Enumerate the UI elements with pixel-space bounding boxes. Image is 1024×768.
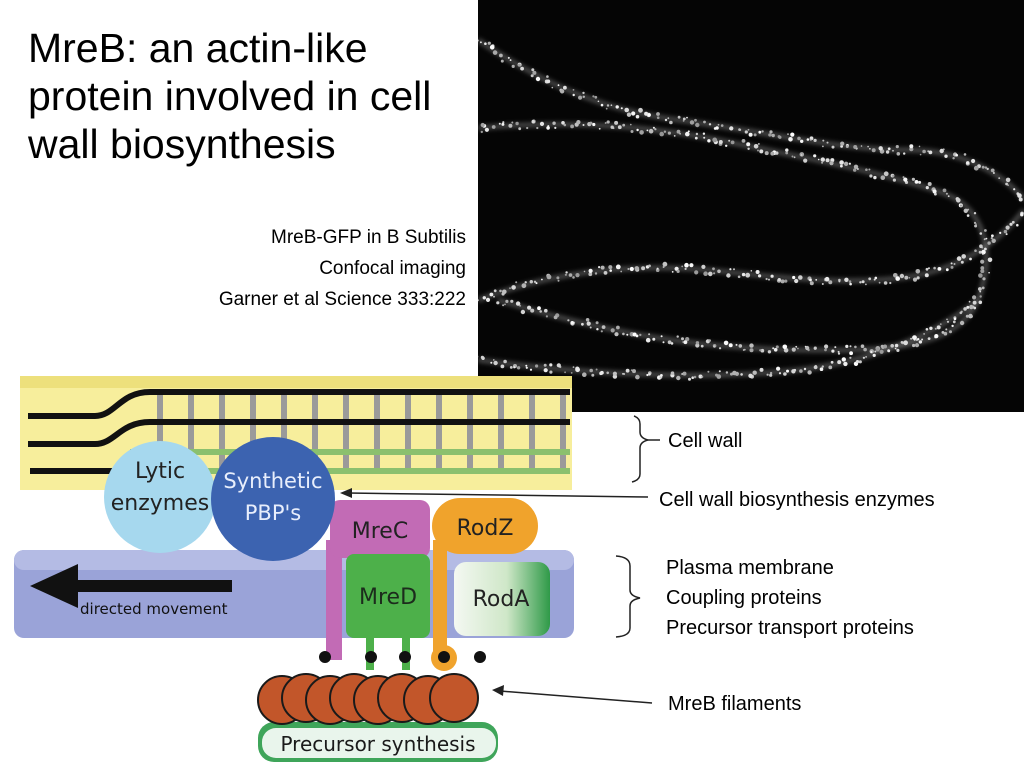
enzymes-label: Cell wall biosynthesis enzymes (659, 489, 935, 511)
precursor-transport-label: Precursor transport proteins (666, 617, 914, 639)
lytic-label-2: enzymes (111, 491, 209, 516)
image-caption: MreB-GFP in B Subtilis Confocal imaging … (219, 222, 466, 315)
mrec-stalk (326, 540, 342, 660)
mreb-gfp-micrograph (478, 0, 1024, 412)
mred-label: MreD (359, 585, 417, 610)
cell-wall-brace (631, 415, 649, 483)
mrec-protein: MreC (330, 500, 430, 558)
mred-protein: MreD (346, 554, 430, 670)
membrane-brace (615, 555, 641, 638)
caption-line-1: MreB-GFP in B Subtilis (271, 227, 466, 248)
plasma-membrane-label: Plasma membrane (666, 557, 834, 579)
caption-line-3: Garner et al Science 333:222 (218, 289, 466, 310)
mreb-subunit (429, 673, 479, 723)
mrec-label: MreC (352, 519, 408, 544)
rodz-protein: RodZ (432, 498, 538, 554)
cell-wall-label: Cell wall (668, 430, 743, 452)
synthetic-label-1: Synthetic (223, 469, 322, 493)
roda-label: RodA (473, 587, 530, 612)
membrane-dots (319, 651, 486, 663)
membrane-group-labels: Plasma membrane Coupling proteins Precur… (666, 553, 914, 643)
slide-title: MreB: an actin-like protein involved in … (28, 25, 432, 167)
caption-line-2: Confocal imaging (319, 258, 466, 279)
precursor-synthesis: Precursor synthesis (258, 722, 498, 762)
cell-wall-synthesis-diagram: directed movement Lytic enzymes MreC Rod… (14, 376, 574, 762)
directed-movement-label: directed movement (80, 600, 228, 618)
precursor-label: Precursor synthesis (280, 732, 475, 756)
lytic-label-1: Lytic (135, 459, 185, 484)
mreb-filaments-label: MreB filaments (668, 693, 802, 715)
synthetic-label-2: PBP's (245, 501, 301, 525)
coupling-proteins-label: Coupling proteins (666, 587, 822, 609)
lytic-enzymes: Lytic enzymes (104, 441, 216, 553)
rodz-stalk (433, 540, 447, 652)
mreb-filament-subunits (257, 673, 479, 725)
cell-wall-layer (20, 376, 572, 490)
roda-protein: RodA (454, 562, 550, 636)
directed-movement-arrow (30, 564, 232, 608)
rodz-label: RodZ (457, 516, 514, 541)
synthetic-pbps: Synthetic PBP's (211, 437, 335, 561)
